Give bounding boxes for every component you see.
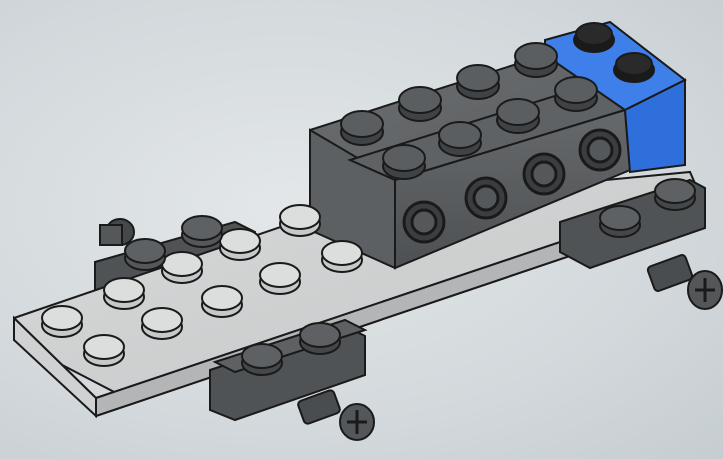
- light-plate-studs: [41, 204, 363, 367]
- side-studs-row: [402, 128, 622, 244]
- dark-brick-top-studs: [340, 42, 598, 180]
- right-axle-pin: [646, 254, 723, 310]
- blue-brick-studs: [573, 22, 655, 83]
- front-axle-pin: [297, 389, 375, 441]
- right-axle-plate-studs: [599, 178, 696, 238]
- front-axle-plate-studs: [241, 322, 341, 376]
